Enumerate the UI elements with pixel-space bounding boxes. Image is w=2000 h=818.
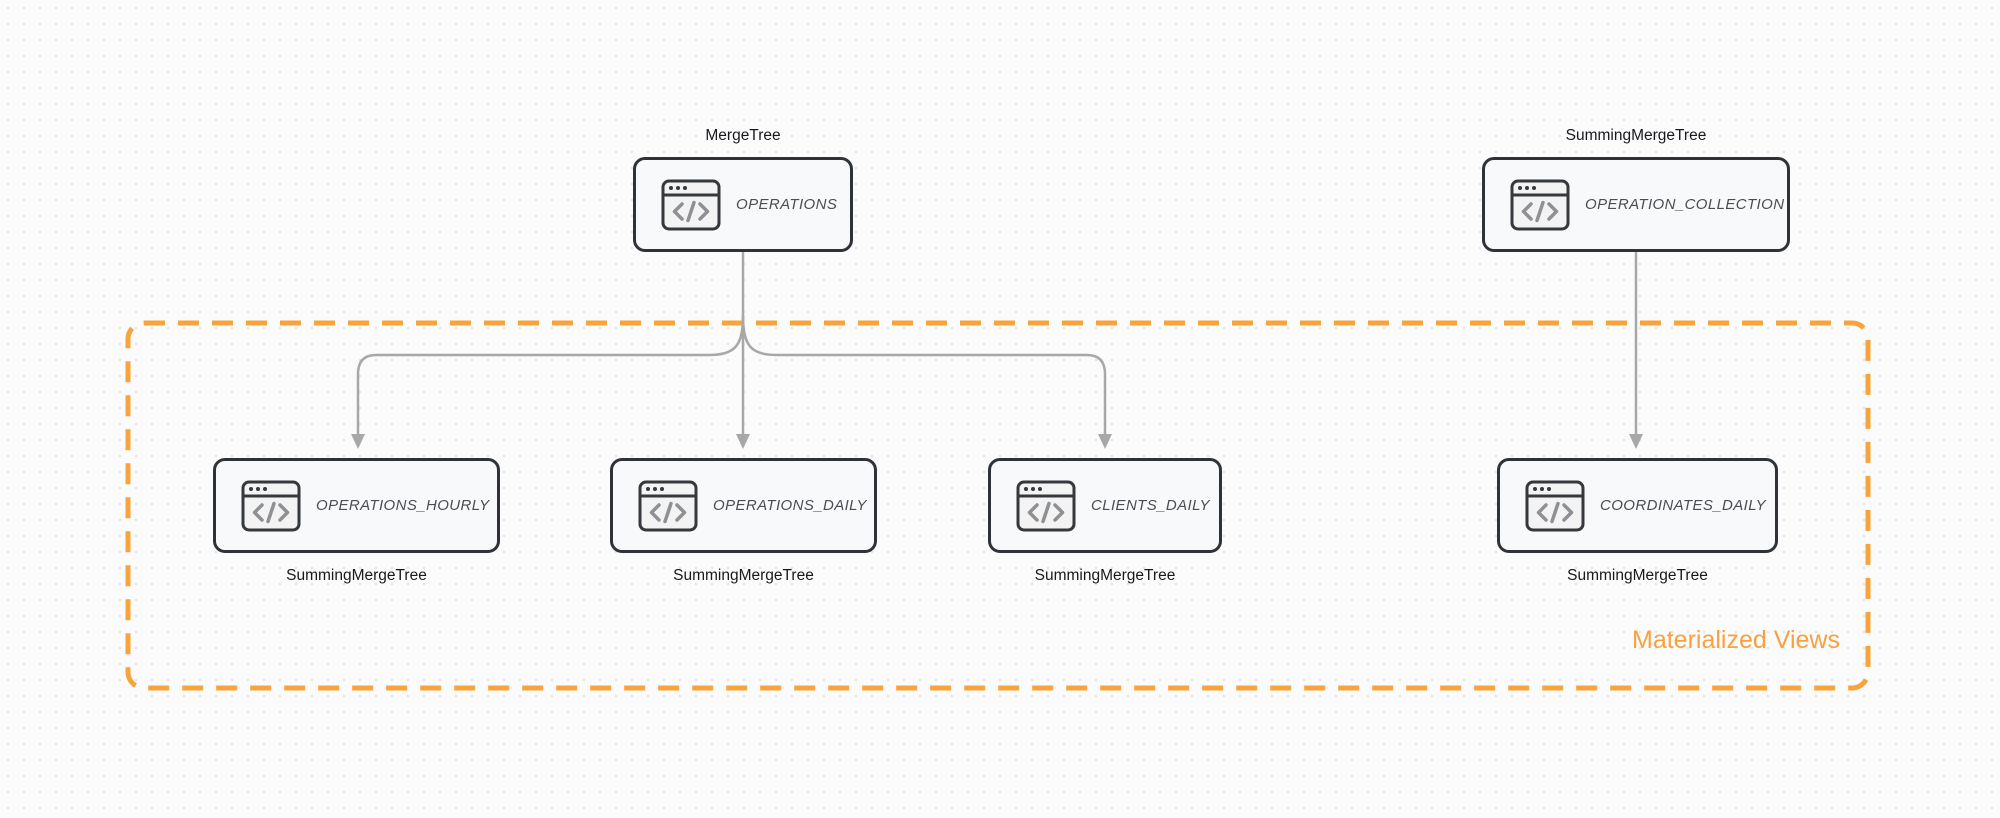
- code-window-icon: [1510, 179, 1570, 231]
- node-operation-collection: SummingMergeTree OPERATION_COLLECTION: [1482, 127, 1790, 252]
- table-shape: OPERATION_COLLECTION: [1482, 157, 1790, 252]
- materialized-views-group-outline: [125, 320, 1871, 691]
- arrowhead-icon: [736, 434, 750, 449]
- code-window-icon: [661, 179, 721, 231]
- node-coordinates-daily: SummingMergeTree COORDINATES_DAILY: [1497, 458, 1778, 584]
- materialized-views-label: Materialized Views: [1632, 626, 1840, 654]
- arrowhead-icon: [1098, 434, 1112, 449]
- table-name: OPERATIONS_HOURLY: [316, 497, 490, 514]
- code-window-icon: [638, 480, 698, 532]
- table-shape: OPERATIONS_HOURLY: [213, 458, 500, 553]
- arrowhead-icon: [351, 434, 365, 449]
- engine-label: MergeTree: [705, 127, 781, 144]
- code-window-icon: [241, 480, 301, 532]
- table-name: OPERATION_COLLECTION: [1585, 196, 1785, 213]
- node-operations-hourly: SummingMergeTree OPERATIONS_HOURLY: [213, 458, 500, 584]
- table-name: OPERATIONS: [736, 196, 838, 213]
- engine-label: SummingMergeTree: [286, 567, 427, 584]
- edge-operations-to-clients-daily: [741, 314, 1107, 438]
- table-shape: OPERATIONS: [633, 157, 853, 252]
- code-window-icon: [1525, 480, 1585, 532]
- arrowhead-icon: [1629, 434, 1643, 449]
- node-clients-daily: SummingMergeTree CLIENTS_DAILY: [988, 458, 1222, 584]
- table-name: OPERATIONS_DAILY: [713, 497, 867, 514]
- table-name: COORDINATES_DAILY: [1600, 497, 1767, 514]
- node-operations: MergeTree OPERATIONS: [633, 127, 853, 252]
- table-name: CLIENTS_DAILY: [1091, 497, 1210, 514]
- engine-label: SummingMergeTree: [1567, 567, 1708, 584]
- engine-label: SummingMergeTree: [673, 567, 814, 584]
- edge-operations-to-operations-hourly: [356, 314, 745, 438]
- table-shape: CLIENTS_DAILY: [988, 458, 1222, 553]
- engine-label: SummingMergeTree: [1034, 567, 1176, 584]
- code-window-icon: [1016, 480, 1076, 532]
- engine-label: SummingMergeTree: [1565, 127, 1707, 144]
- table-shape: OPERATIONS_DAILY: [610, 458, 877, 553]
- table-shape: COORDINATES_DAILY: [1497, 458, 1778, 553]
- node-operations-daily: SummingMergeTree OPERATIONS_DAILY: [610, 458, 877, 584]
